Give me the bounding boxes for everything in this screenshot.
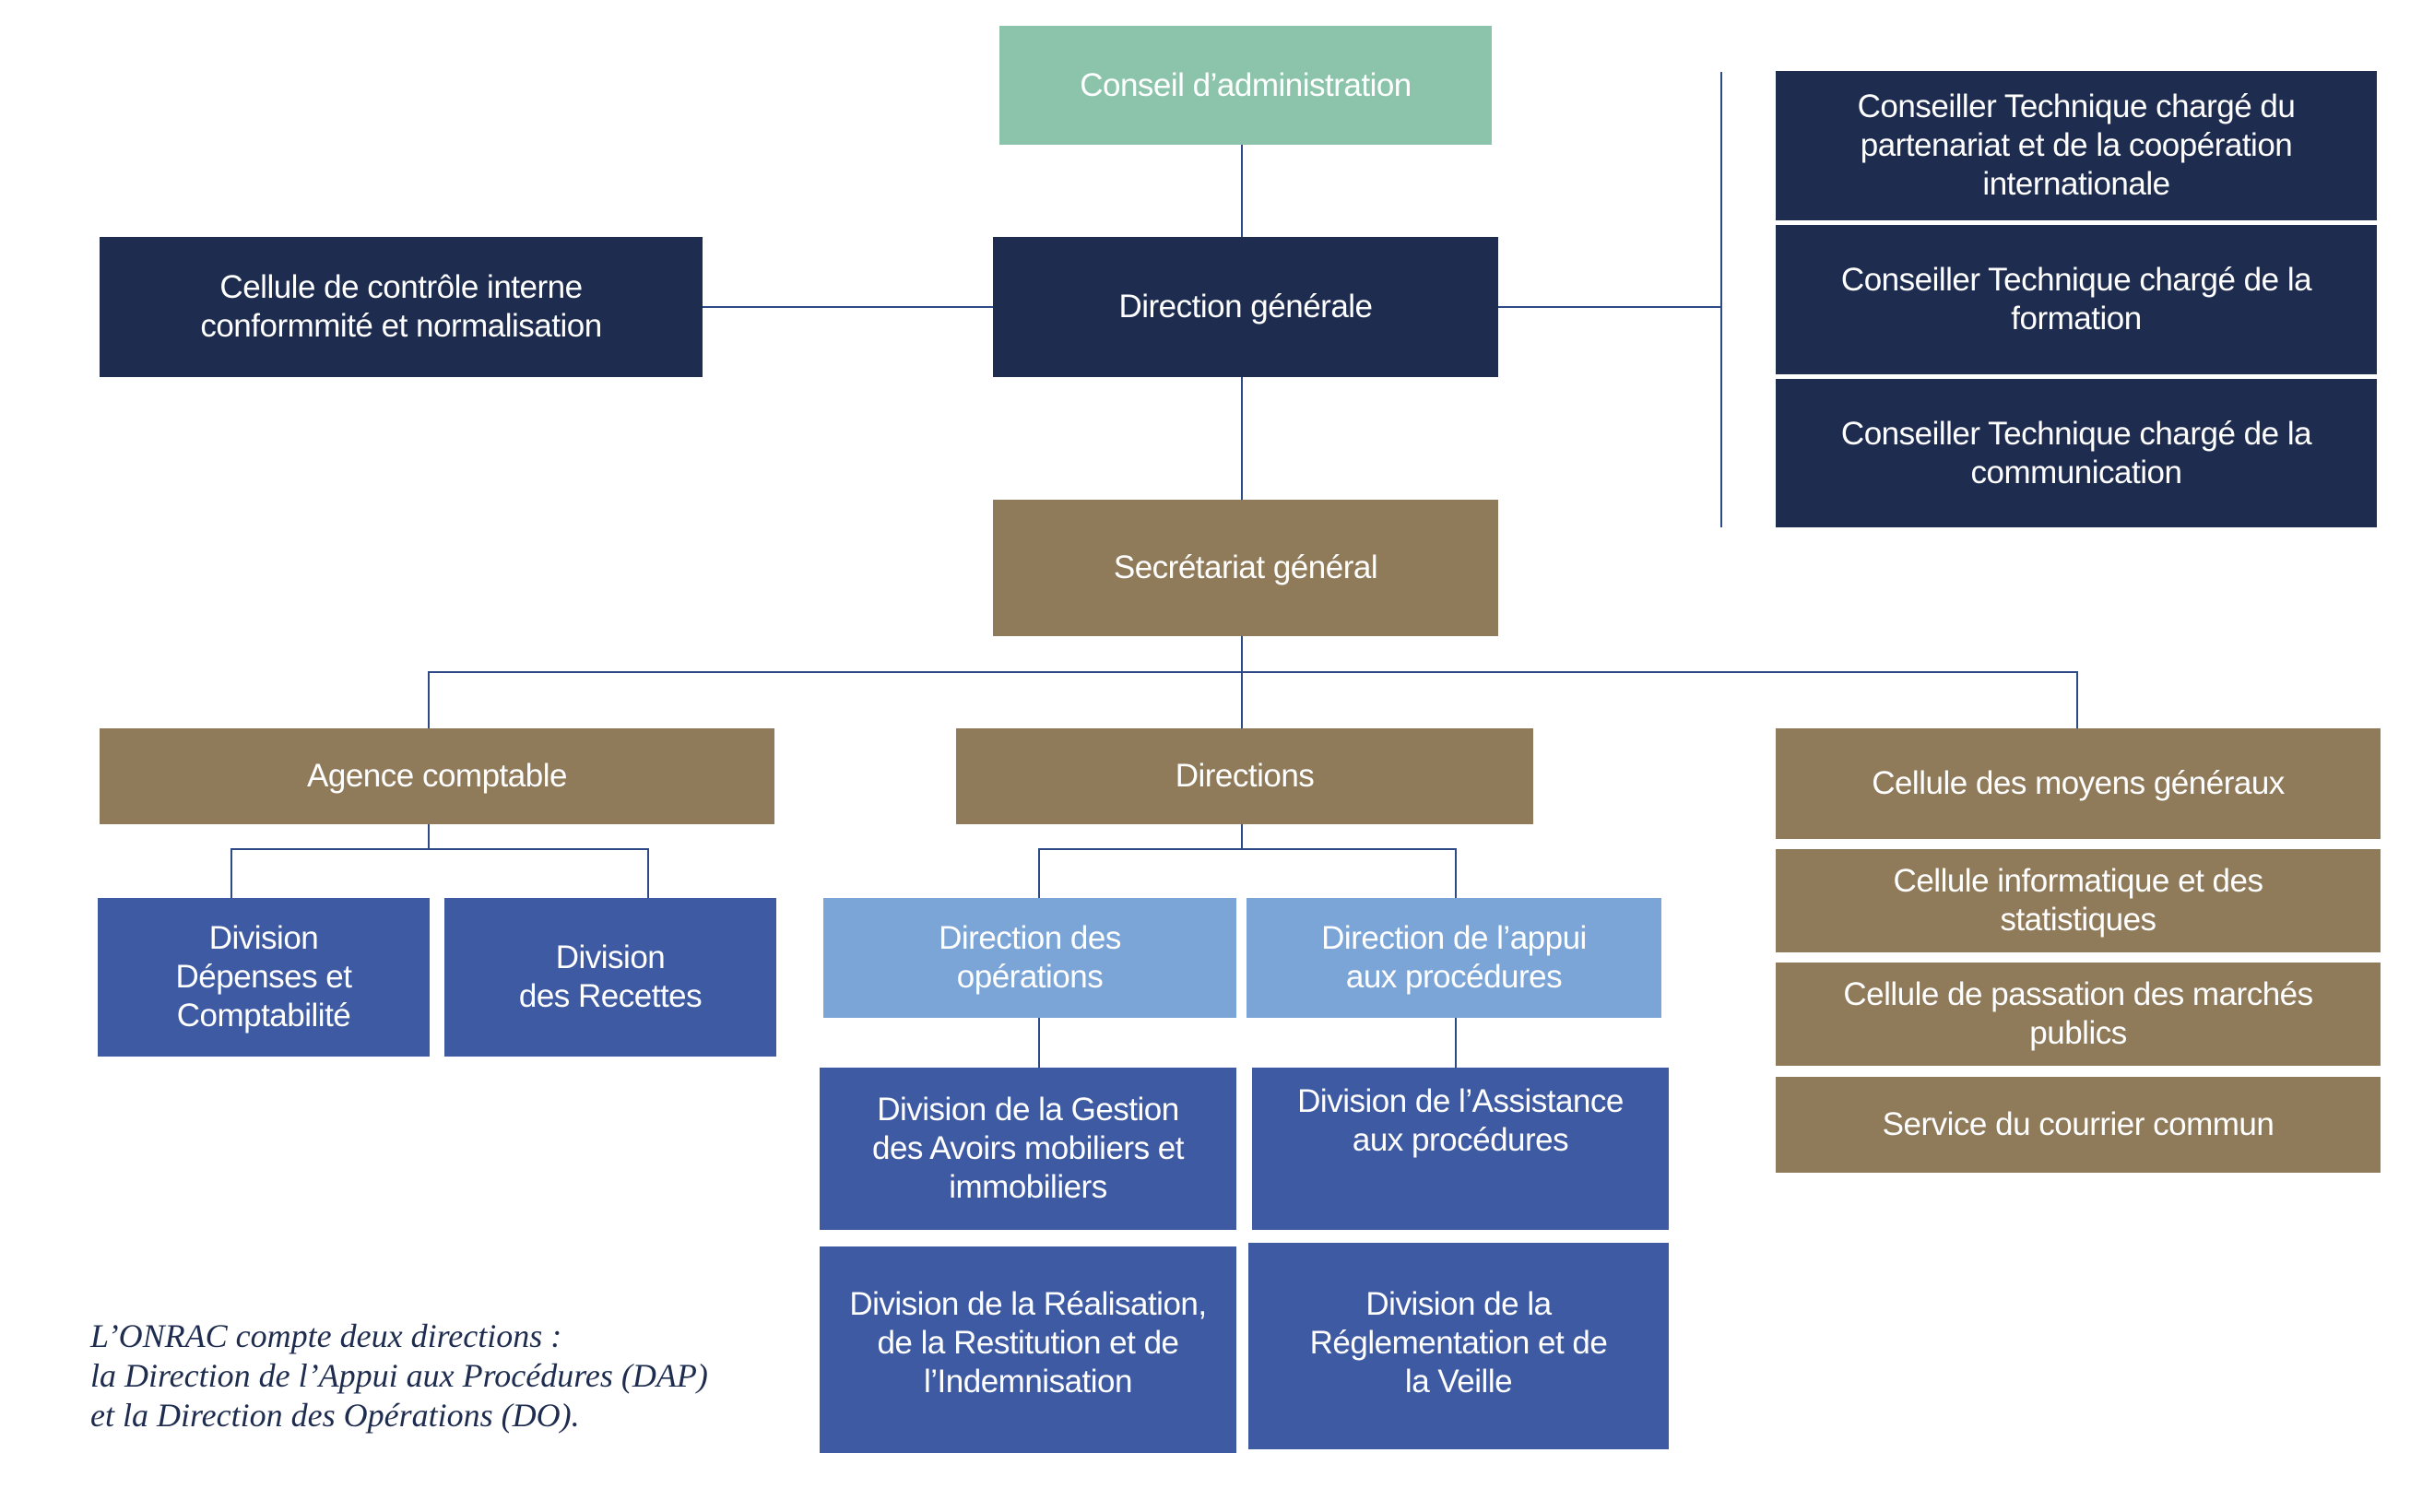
box-cellule-moyens-generaux: Cellule des moyens généraux — [1776, 728, 2381, 839]
box-direction-appui: Direction de l’appui aux procédures — [1247, 898, 1661, 1018]
box-ct-communication: Conseiller Technique chargé de la commun… — [1776, 379, 2377, 527]
connector-line — [1720, 72, 1722, 527]
connector-line — [1241, 376, 1243, 500]
connector-line — [1497, 306, 1722, 308]
connector-line — [428, 671, 2078, 673]
box-agence-comptable: Agence comptable — [100, 728, 774, 824]
box-conseil-administration: Conseil d’administration — [999, 26, 1492, 145]
box-division-gestion-avoirs: Division de la Gestion des Avoirs mobili… — [820, 1068, 1236, 1230]
connector-line — [428, 671, 430, 728]
connector-line — [230, 848, 232, 898]
box-service-courrier: Service du courrier commun — [1776, 1077, 2381, 1173]
box-direction-operations: Direction des opérations — [823, 898, 1236, 1018]
connector-line — [2076, 671, 2078, 728]
box-ct-formation: Conseiller Technique chargé de la format… — [1776, 225, 2377, 374]
box-cellule-informatique: Cellule informatique et des statistiques — [1776, 849, 2381, 952]
box-cellule-controle-interne: Cellule de contrôle interne conformmité … — [100, 237, 703, 377]
connector-line — [703, 306, 994, 308]
box-direction-generale: Direction générale — [993, 237, 1498, 377]
connector-line — [428, 824, 430, 850]
connector-line — [230, 848, 649, 850]
connector-line — [647, 848, 649, 898]
connector-line — [1038, 848, 1457, 850]
connector-line — [1455, 848, 1457, 898]
box-division-depenses: Division Dépenses et Comptabilité — [98, 898, 430, 1057]
connector-line — [1038, 848, 1040, 898]
box-division-realisation: Division de la Réalisation, de la Restit… — [820, 1246, 1236, 1453]
connector-line — [1241, 636, 1243, 728]
box-ct-partenariat: Conseiller Technique chargé du partenari… — [1776, 71, 2377, 220]
box-directions: Directions — [956, 728, 1533, 824]
footnote-text: L’ONRAC compte deux directions : la Dire… — [90, 1317, 708, 1434]
box-division-reglementation: Division de la Réglementation et de la V… — [1248, 1243, 1669, 1449]
box-secretariat-general: Secrétariat général — [993, 500, 1498, 636]
connector-line — [1455, 1018, 1457, 1068]
connector-line — [1241, 144, 1243, 238]
box-division-recettes: Division des Recettes — [444, 898, 776, 1057]
connector-line — [1038, 1018, 1040, 1068]
box-division-assistance: Division de l’Assistance aux procédures — [1252, 1068, 1669, 1230]
box-cellule-passation-marches: Cellule de passation des marchés publics — [1776, 963, 2381, 1066]
connector-line — [1241, 824, 1243, 850]
